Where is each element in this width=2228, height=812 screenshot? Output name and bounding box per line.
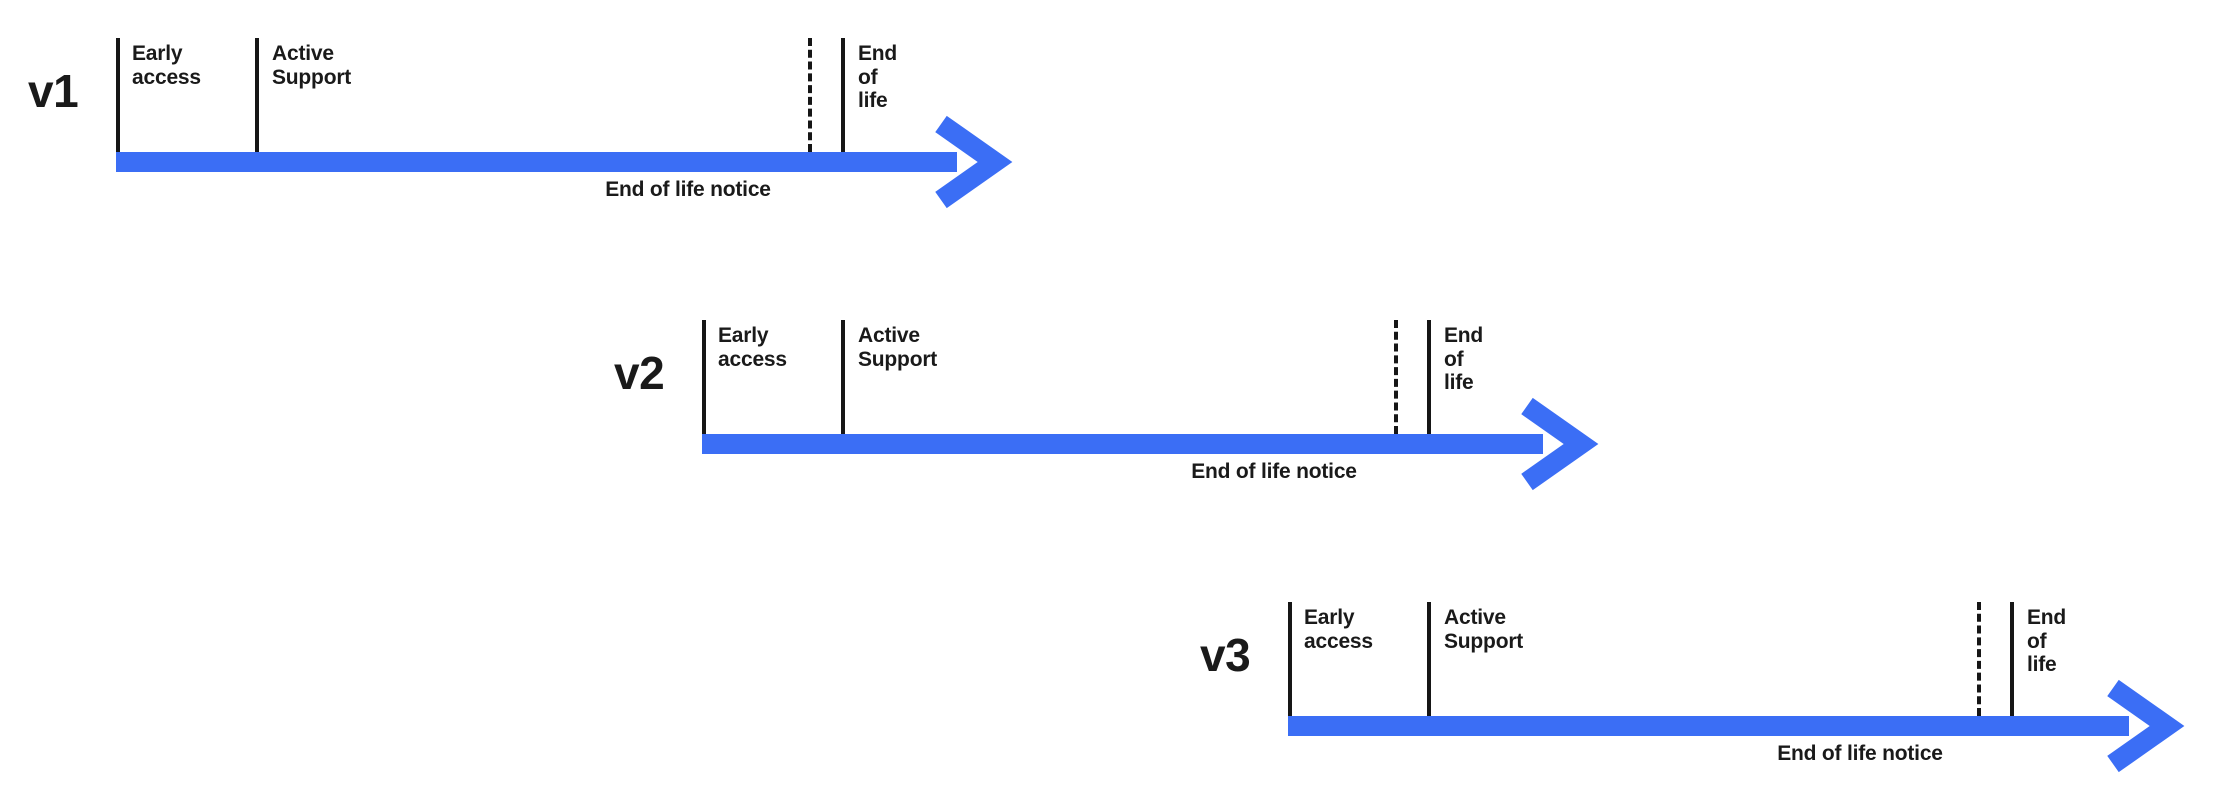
eol-notice-label-v1: End of life notice	[605, 178, 771, 201]
phase-divider-v1-3	[841, 38, 845, 152]
phase-divider-v3-3	[2010, 602, 2014, 716]
phase-divider-v2-1	[841, 320, 845, 434]
arrow-head-icon	[935, 115, 1013, 209]
phase-label-v3-1: Active Support	[1444, 606, 1524, 653]
phase-label-v2-1: Active Support	[858, 324, 938, 371]
eol-notice-divider-v2-2	[1394, 320, 1398, 434]
version-label-v3: v3	[1200, 629, 1251, 681]
phase-label-v1-0: Early access	[132, 42, 201, 89]
version-label-v1: v1	[28, 65, 79, 117]
arrow-head-icon	[1521, 397, 1599, 491]
phase-label-v2-2: End of life	[1444, 324, 1484, 395]
arrow-shaft	[116, 152, 957, 172]
arrow-shaft	[1288, 716, 2129, 736]
phase-divider-v1-0	[116, 38, 120, 152]
phase-divider-v3-1	[1427, 602, 1431, 716]
phase-divider-v1-1	[255, 38, 259, 152]
eol-notice-divider-v1-2	[808, 38, 812, 152]
arrow-head-icon	[2107, 679, 2185, 773]
phase-label-v3-2: End of life	[2027, 606, 2067, 677]
timeline-arrow-v1	[116, 115, 1013, 209]
eol-notice-divider-v3-2	[1977, 602, 1981, 716]
eol-notice-label-v3: End of life notice	[1777, 742, 1943, 765]
eol-notice-label-v2: End of life notice	[1191, 460, 1357, 483]
phase-divider-v2-3	[1427, 320, 1431, 434]
phase-label-v3-0: Early access	[1304, 606, 1373, 653]
timeline-arrow-v2	[702, 397, 1599, 491]
phase-label-v1-2: End of life	[858, 42, 898, 113]
phase-divider-v2-0	[702, 320, 706, 434]
version-label-v2: v2	[614, 347, 665, 399]
phase-label-v1-1: Active Support	[272, 42, 352, 89]
phase-divider-v3-0	[1288, 602, 1292, 716]
phase-label-v2-0: Early access	[718, 324, 787, 371]
timeline-arrow-v3	[1288, 679, 2185, 773]
arrow-shaft	[702, 434, 1543, 454]
